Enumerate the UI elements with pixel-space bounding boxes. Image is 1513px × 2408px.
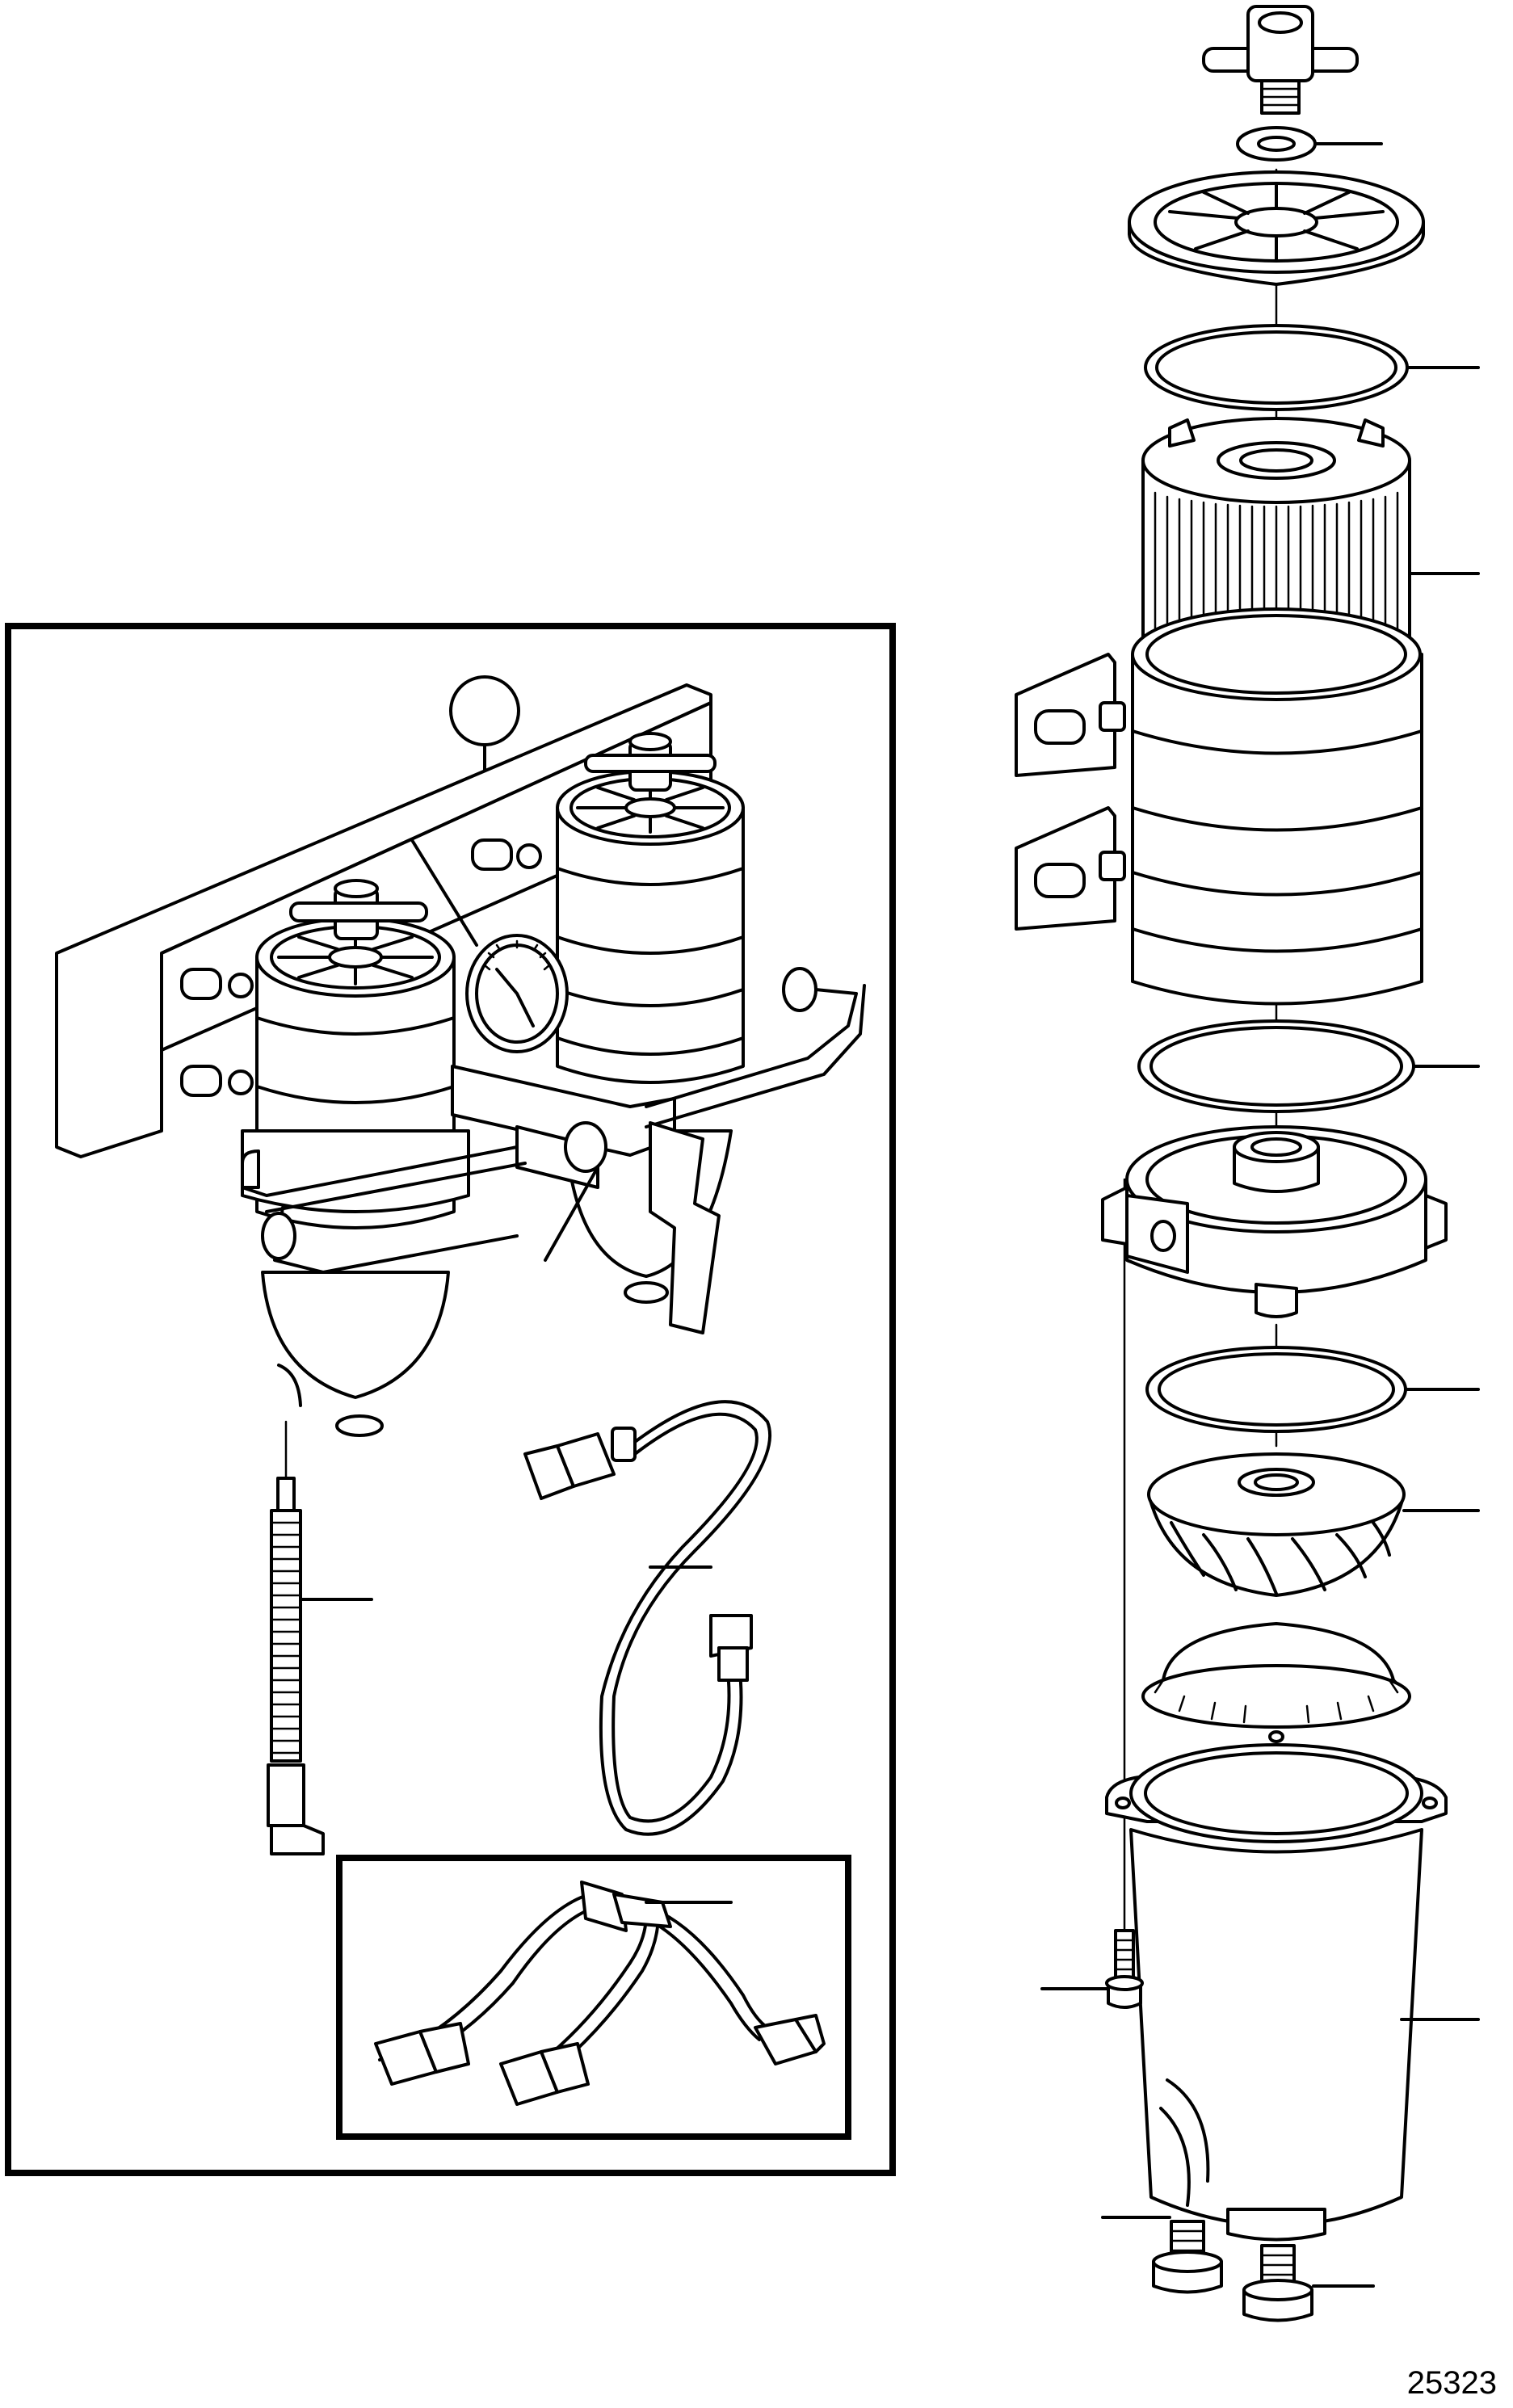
harness-inset-frame [336, 1855, 851, 2140]
drawing-number: 25323 [1406, 2365, 1497, 2401]
mounting-bracket [1015, 653, 1126, 931]
filter-head [1101, 1125, 1448, 1318]
turbine-element [1147, 1452, 1480, 1597]
leader-line [410, 838, 478, 947]
drain-plug-right [1242, 2244, 1375, 2322]
twin-filter-inset [5, 623, 896, 2176]
housing-bolt [1040, 1929, 1144, 2009]
drain-hose [267, 1420, 373, 1855]
cover-spokes [1168, 183, 1385, 262]
sensor-cable [523, 1400, 772, 1836]
harness-inset [336, 1855, 851, 2140]
filter-housing [1015, 607, 1423, 1006]
leader-line [544, 1166, 599, 1262]
front-filter [241, 879, 470, 1437]
drain-plug-left [1101, 2216, 1223, 2294]
fuel-manifold-lines [241, 967, 866, 1334]
filter-cover [1128, 170, 1425, 286]
t-handle-vent-screw [1202, 5, 1359, 115]
vacuum-gauge [410, 838, 569, 1053]
lower-o-ring [1145, 1346, 1480, 1433]
upper-o-ring [1144, 324, 1480, 411]
turbine-vanes [1170, 1521, 1391, 1595]
water-separator-bowl [1105, 1730, 1480, 2242]
rear-filter [556, 732, 745, 1304]
exploded-filter-assembly [1015, 5, 1480, 2322]
retainer-cone [1141, 1622, 1411, 1729]
inset-frame [5, 623, 896, 2176]
middle-o-ring [1137, 1019, 1480, 1113]
sealing-washer [1236, 126, 1383, 162]
